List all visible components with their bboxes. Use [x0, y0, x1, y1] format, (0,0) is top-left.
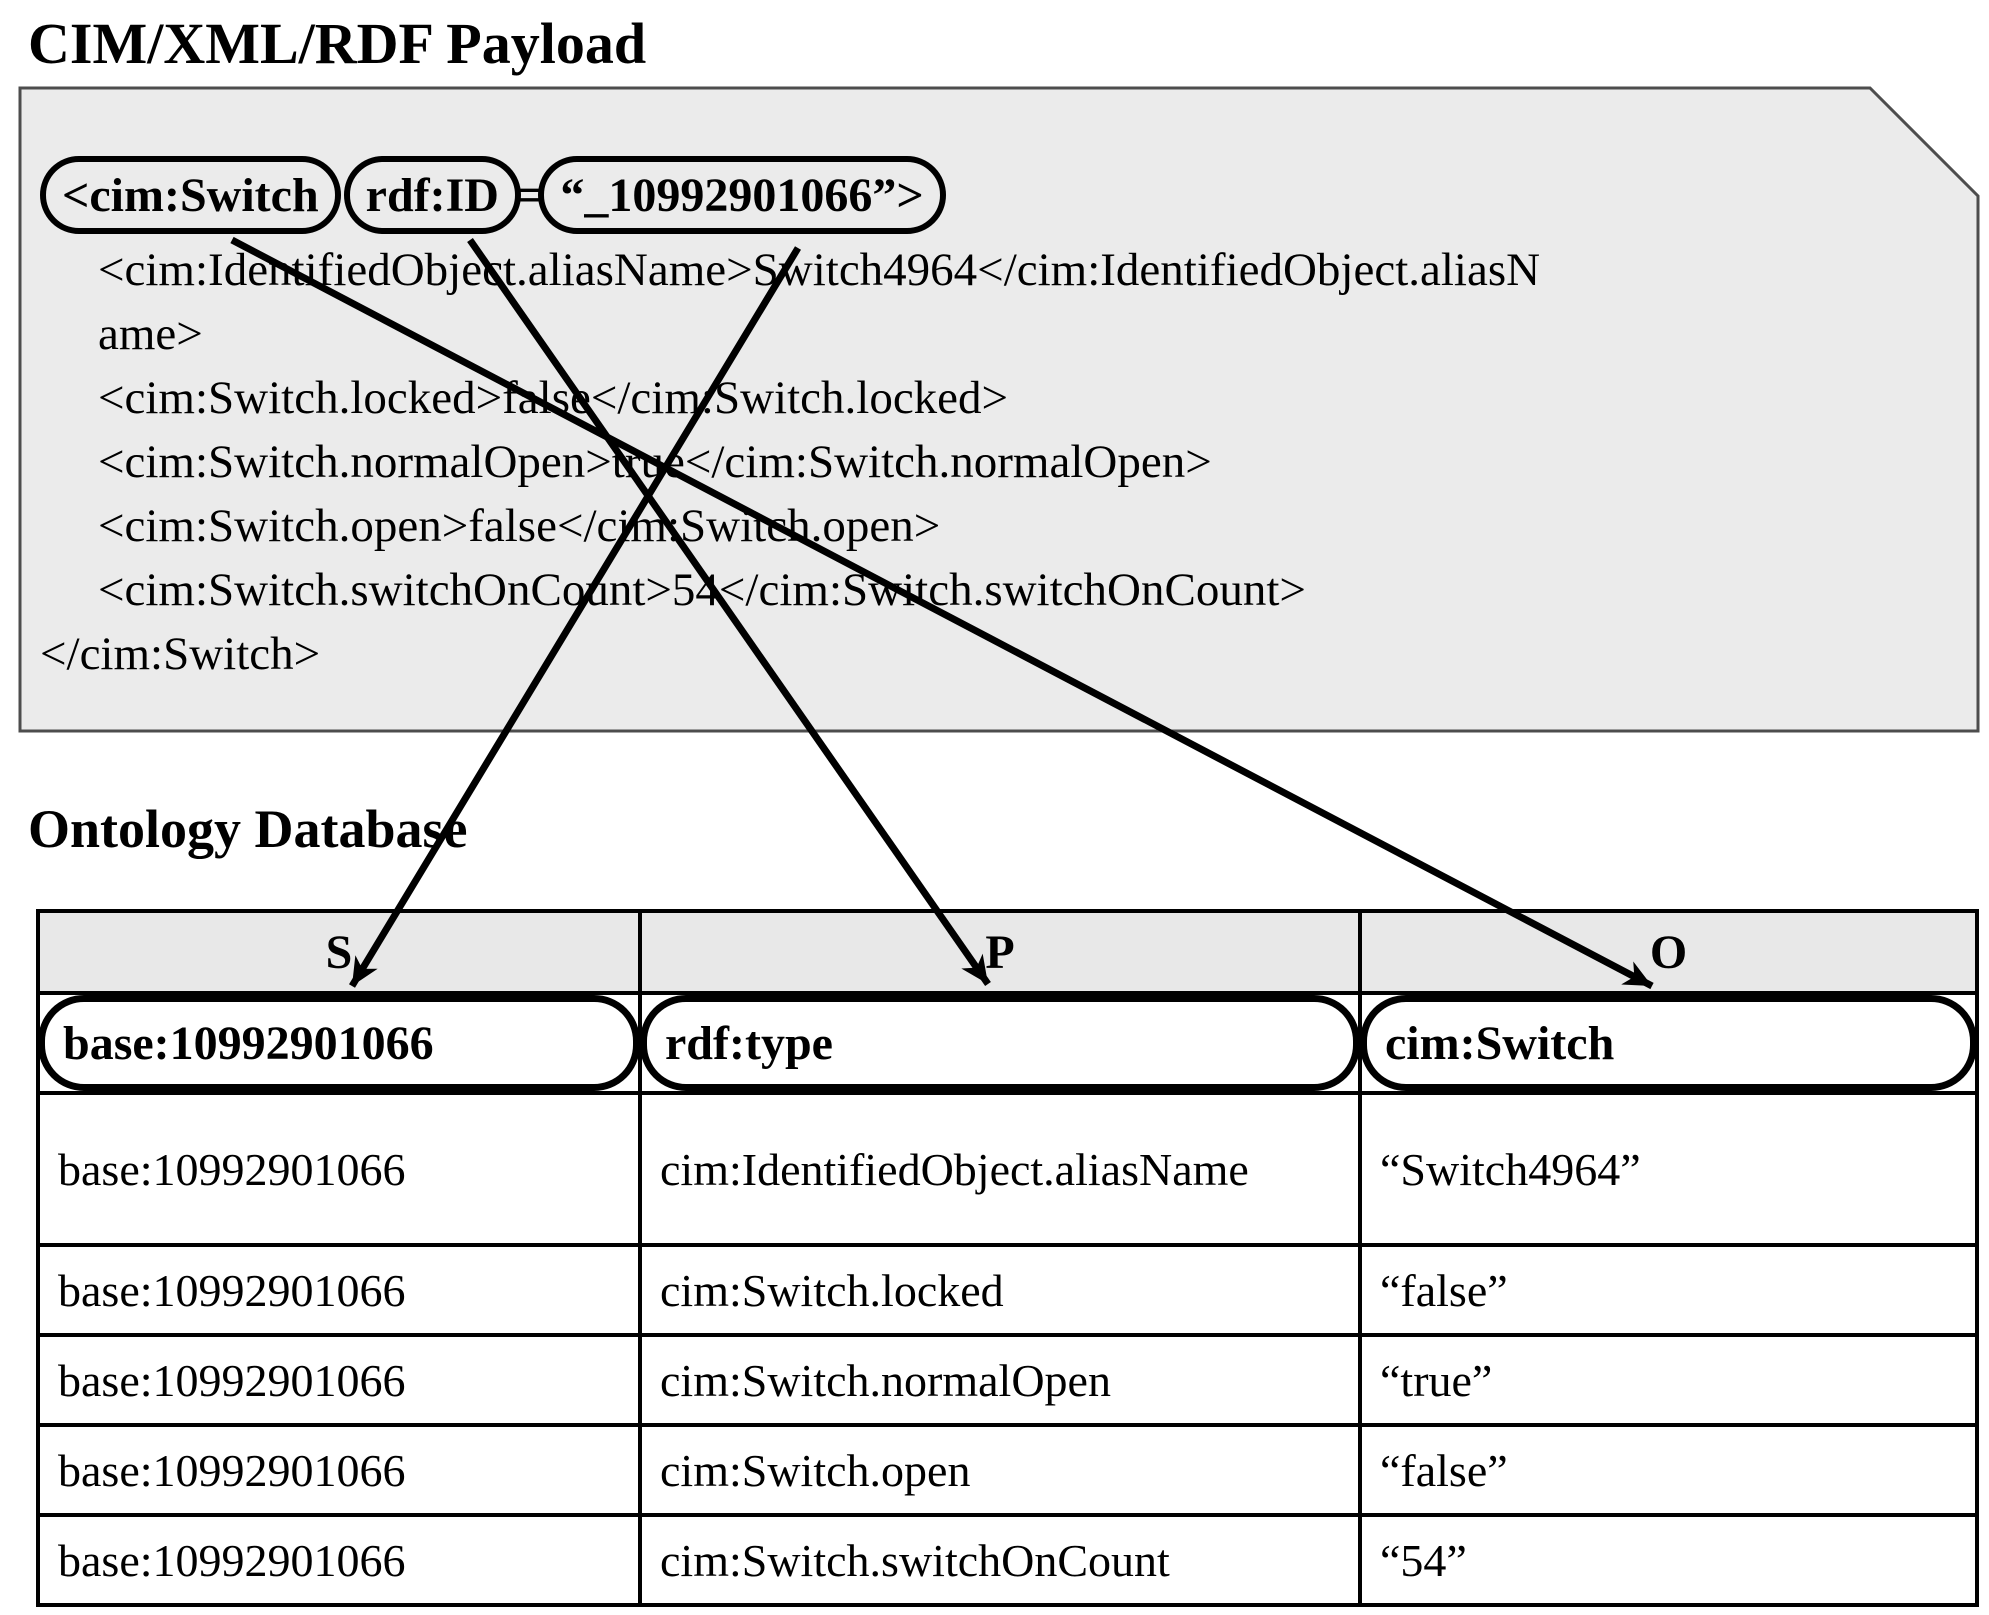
table-cell: “Switch4964” [1358, 1091, 1979, 1247]
xml-body-lines: <cim:IdentifiedObject.aliasName>Switch49… [40, 238, 1920, 686]
xml-equals-sign: = [516, 168, 545, 222]
xml-line: <cim:Switch.open>false</cim:Switch.open> [98, 500, 941, 552]
payload-title: CIM/XML/RDF Payload [28, 11, 647, 76]
triple-pill: base:10992901066 [38, 995, 640, 1091]
table-cell: cim:Switch.locked [638, 1243, 1362, 1337]
table-cell: “false” [1358, 1243, 1979, 1337]
xml-line: <cim:Switch.normalOpen>true</cim:Switch.… [98, 436, 1212, 488]
payload-xml-block: <cim:Switch rdf:ID = “_10992901066”> <ci… [40, 152, 1920, 686]
xml-element-token-pill: <cim:Switch [40, 156, 341, 234]
table-cell: cim:Switch.open [638, 1423, 1362, 1517]
table-cell: cim:Switch.normalOpen [638, 1333, 1362, 1427]
table-cell: “54” [1358, 1513, 1979, 1607]
table-cell: “true” [1358, 1333, 1979, 1427]
column-header-o: O [1358, 909, 1979, 995]
table-cell: “false” [1358, 1423, 1979, 1517]
table-cell: base:10992901066 [36, 1423, 642, 1517]
ontology-title: Ontology Database [28, 799, 468, 859]
xml-value-token-pill: “_10992901066”> [538, 156, 946, 234]
triple-pill: rdf:type [640, 995, 1360, 1091]
table-cell: base:10992901066 [36, 1243, 642, 1337]
pill-cell: cim:Switch [1358, 991, 1979, 1095]
table-cell: base:10992901066 [36, 1091, 642, 1247]
pill-cell: base:10992901066 [36, 991, 642, 1095]
table-cell: cim:Switch.switchOnCount [638, 1513, 1362, 1607]
xml-line: ame> [98, 308, 203, 360]
xml-line: <cim:IdentifiedObject.aliasName>Switch49… [98, 244, 1541, 296]
column-header-s: S [36, 909, 642, 995]
pill-cell: rdf:type [638, 991, 1362, 1095]
xml-line: <cim:Switch.locked>false</cim:Switch.loc… [98, 372, 1009, 424]
triple-pill: cim:Switch [1360, 995, 1977, 1091]
xml-open-tag-line: <cim:Switch rdf:ID = “_10992901066”> [40, 152, 1920, 238]
table-cell: base:10992901066 [36, 1513, 642, 1607]
column-header-p: P [638, 909, 1362, 995]
xml-line: </cim:Switch> [40, 628, 321, 680]
table-cell: base:10992901066 [36, 1333, 642, 1427]
table-cell: cim:IdentifiedObject.aliasName [638, 1091, 1362, 1247]
xml-line: <cim:Switch.switchOnCount>54</cim:Switch… [98, 564, 1306, 616]
xml-attribute-token-pill: rdf:ID [343, 156, 521, 234]
